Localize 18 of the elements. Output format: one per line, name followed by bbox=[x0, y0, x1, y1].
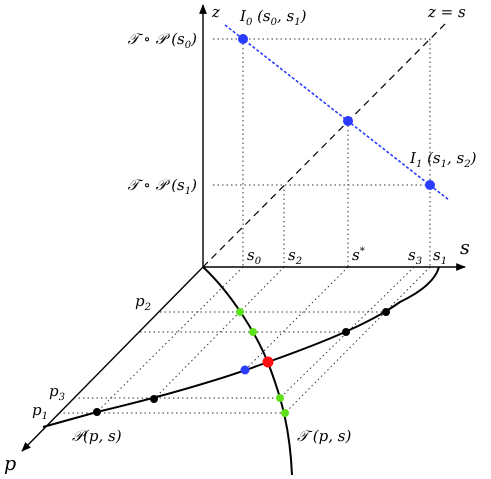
curve-label: 𝒯 (p, s) bbox=[297, 428, 352, 445]
tick-label: p$_{1}$ bbox=[32, 402, 48, 424]
axis-label: p bbox=[4, 456, 16, 473]
point-label: I$_{0}$ (s$_{0}$, s$_{1}$) bbox=[240, 8, 306, 30]
axis-label: z bbox=[212, 4, 220, 21]
axis-value-label: 𝒯 ∘ 𝒫 (s$_{1}$) bbox=[128, 177, 197, 199]
curve-label: 𝒫(p, s) bbox=[72, 428, 122, 445]
axis-value-label: 𝒯 ∘ 𝒫 (s$_{0}$) bbox=[128, 31, 197, 53]
tick-label: p$_{3}$ bbox=[49, 383, 65, 405]
point-label: I$_{1}$ (s$_{1}$, s$_{2}$) bbox=[410, 150, 476, 172]
axis-label: s bbox=[460, 240, 470, 257]
tick-label: s$^{*}$ bbox=[352, 245, 365, 264]
tick-label: s$_{2}$ bbox=[288, 247, 302, 269]
tick-label: s$_{3}$ bbox=[408, 247, 422, 269]
tick-label: s$_{0}$ bbox=[247, 247, 262, 269]
line-label: z = s bbox=[428, 4, 466, 21]
tick-label: p$_{2}$ bbox=[135, 293, 151, 315]
tick-label: s$_{1}$ bbox=[433, 247, 448, 269]
